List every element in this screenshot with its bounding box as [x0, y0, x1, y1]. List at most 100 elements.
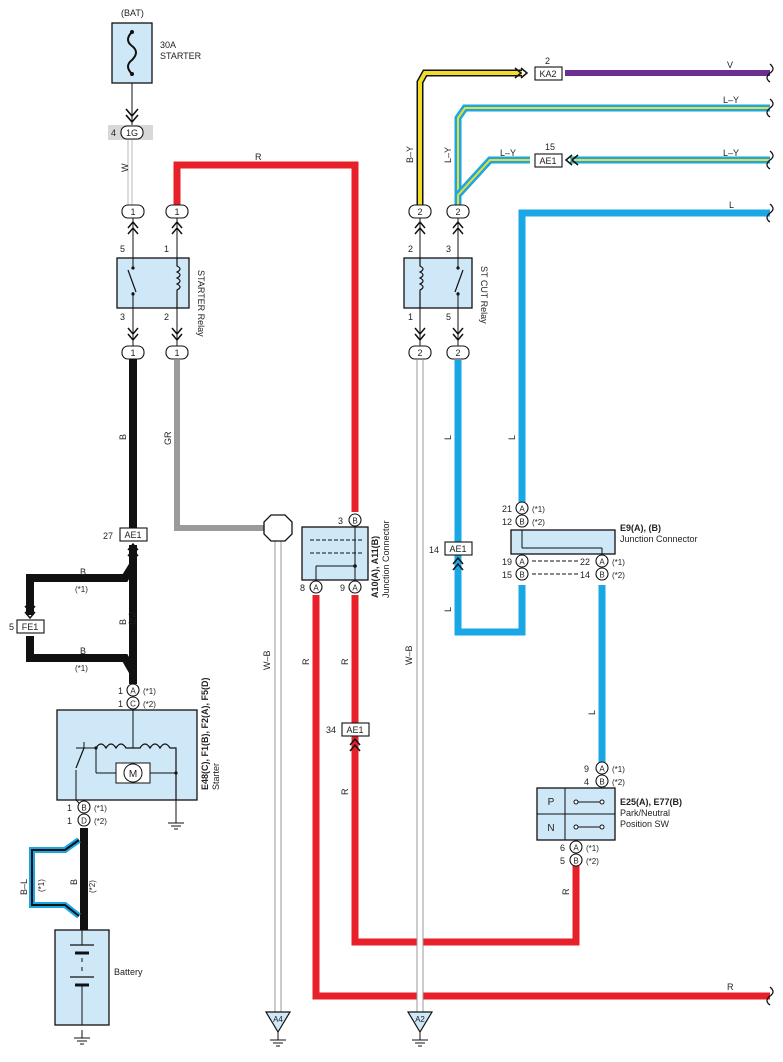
svg-text:21: 21 — [502, 504, 512, 514]
svg-text:1: 1 — [67, 816, 72, 826]
note-n2-bat: (*2) — [88, 880, 97, 893]
ka2-pin: 2 — [545, 56, 550, 66]
wire-b-branch — [26, 545, 137, 615]
svg-text:22: 22 — [580, 557, 590, 567]
svg-text:B: B — [519, 518, 524, 527]
relay-pin-2: 2 — [164, 312, 169, 322]
svg-text:A: A — [130, 687, 136, 696]
ae1-pin-14: 14 — [429, 545, 439, 555]
wire-label-l-top: L — [729, 200, 734, 210]
wire-label-b-bat: B — [69, 879, 79, 885]
conn-1g-id: 1G — [126, 128, 138, 138]
a10-pin-3-b — [348, 513, 362, 527]
svg-text:(*1): (*1) — [586, 844, 599, 853]
svg-text:A: A — [519, 505, 525, 514]
svg-text:(*2): (*2) — [143, 700, 156, 709]
fe1-pin: 5 — [9, 622, 14, 632]
svg-text:(*2): (*2) — [612, 571, 625, 580]
svg-text:C: C — [130, 700, 136, 709]
svg-text:B: B — [573, 857, 578, 866]
starter-motor — [56, 709, 198, 801]
pn-switch-name: E25(A), E77(B) — [620, 797, 682, 807]
down-arrow-icon — [125, 108, 139, 124]
svg-text:(*2): (*2) — [532, 518, 545, 527]
wire-label-r-left: R — [301, 658, 311, 665]
wire-label-b-direct: B — [118, 619, 128, 625]
svg-text:B: B — [599, 571, 604, 580]
svg-text:2: 2 — [455, 348, 460, 358]
wire-gr — [174, 360, 268, 531]
fuse-name: STARTER — [160, 51, 202, 61]
wire-label-r-pn: R — [561, 888, 571, 895]
svg-text:A: A — [599, 558, 605, 567]
wire-label-r-mid: R — [340, 658, 350, 665]
right-arrow-icon — [514, 67, 529, 79]
starter-top-pins: 1 A (*1) 1 C (*2) — [118, 683, 156, 710]
svg-text:B: B — [519, 571, 524, 580]
relay-switch-icon — [127, 258, 137, 308]
wire-ends — [766, 63, 774, 1006]
wire-b-l — [29, 837, 81, 919]
svg-text:(*2): (*2) — [94, 817, 107, 826]
svg-text:(*2): (*2) — [612, 778, 625, 787]
a10-pin-9-letter: A — [352, 584, 358, 593]
battery-label: Battery — [114, 967, 143, 977]
svg-text:1: 1 — [174, 348, 179, 358]
wire-label-l-relay: L — [443, 435, 453, 440]
svg-text:1: 1 — [174, 207, 179, 217]
conn-ae1-34 — [341, 722, 370, 737]
wire-r-top — [173, 161, 359, 512]
relay-pin-3: 3 — [120, 312, 125, 322]
wire-label-l-y-2: L–Y — [500, 148, 516, 158]
relay-top-connectors: 1 1 — [121, 204, 189, 258]
svg-text:2: 2 — [417, 348, 422, 358]
note-n1-branch2: (*1) — [75, 664, 88, 673]
ae1-pin-34: 34 — [326, 725, 336, 735]
down-arrow-icon — [24, 605, 36, 620]
pn-switch-desc1: Park/Neutral — [620, 808, 670, 818]
wire-label-b-l: B–L — [19, 879, 29, 895]
conn-ae1-27 — [119, 527, 148, 542]
starter-bottom-pins: 1 B (*1) 1 D (*2) — [67, 799, 107, 827]
st-cut-pin-3: 3 — [446, 244, 451, 254]
st-cut-switch-icon — [454, 258, 464, 308]
conn-1g — [120, 125, 144, 140]
svg-text:A: A — [599, 765, 605, 774]
bat-label: (BAT) — [121, 8, 144, 18]
conn-ae1-14-label: AE1 — [449, 544, 466, 554]
junction-a10-name: A10(A), A11(B) — [370, 536, 380, 598]
starter-relay-label: STARTER Relay — [196, 270, 206, 337]
svg-text:4: 4 — [584, 777, 589, 787]
note-n1-bl: (*1) — [37, 879, 46, 892]
wire-l-y-upper — [454, 104, 770, 205]
wire-label-r-lower: R — [340, 788, 350, 795]
svg-text:1: 1 — [118, 699, 123, 709]
fuse-icon — [127, 31, 137, 75]
wire-l-y-lower — [455, 156, 770, 198]
e9-top-pins: 21 A (*1) 12 B (*2) — [502, 501, 545, 528]
wire-label-v: V — [727, 60, 733, 70]
conn-ae1-15 — [534, 153, 563, 168]
st-cut-bottom-connectors: 2 2 — [408, 308, 470, 360]
svg-text:19: 19 — [502, 557, 512, 567]
svg-text:A: A — [573, 844, 579, 853]
conn-ka2-label: KA2 — [539, 69, 556, 79]
st-cut-top-connectors: 2 2 — [408, 204, 470, 258]
wire-label-w: W — [120, 163, 130, 172]
wire-label-gr: GR — [163, 431, 173, 445]
svg-text:5: 5 — [560, 856, 565, 866]
svg-text:(*1): (*1) — [612, 765, 625, 774]
svg-text:(*1): (*1) — [143, 687, 156, 696]
wire-label-r-bottom: R — [727, 982, 734, 992]
ground-icon — [73, 1029, 91, 1045]
wire-label-l-e9: L — [507, 435, 517, 440]
a10-pin-8-a — [309, 580, 323, 594]
a10-pin-9-a — [348, 580, 362, 594]
wire-label-l-y-vert: L–Y — [443, 147, 453, 163]
starter-desc: Starter — [211, 763, 221, 790]
pn-bottom-pins: 6 A (*1) 5 B (*2) — [560, 840, 599, 867]
conn-ae1-15-label: AE1 — [539, 156, 556, 166]
a10-pin-8-letter: A — [313, 584, 319, 593]
svg-text:A2: A2 — [415, 1015, 425, 1024]
